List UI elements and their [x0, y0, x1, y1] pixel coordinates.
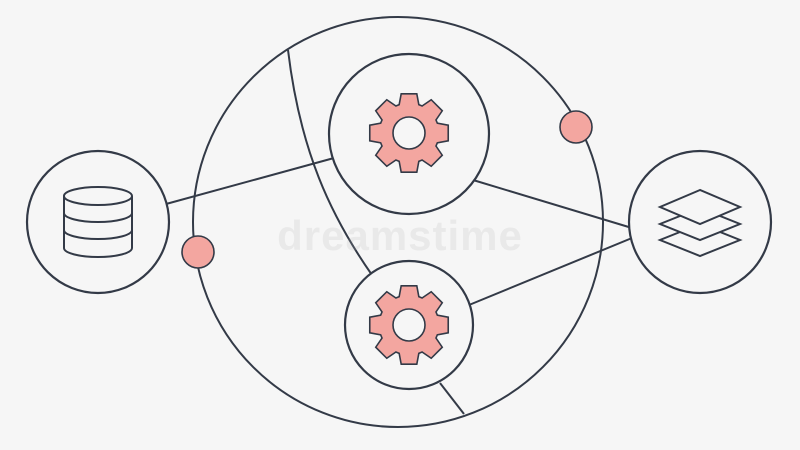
connector-arc-lower — [439, 382, 465, 415]
node-layers — [627, 149, 773, 295]
gear-icon — [368, 92, 450, 174]
connector-gear-bottom-to-layers — [468, 237, 633, 306]
node-gear-top — [327, 52, 491, 216]
node-database — [25, 149, 171, 295]
gear-icon — [368, 284, 450, 366]
layers-icon — [657, 188, 743, 258]
connector-db-to-gear-top — [165, 157, 335, 205]
outer-ring — [192, 16, 604, 428]
connector-arc-upper — [287, 49, 373, 276]
accent-dot-left — [181, 235, 215, 269]
accent-dot-upper-right — [559, 110, 593, 144]
database-icon — [63, 186, 133, 258]
gear-hole — [392, 116, 426, 150]
node-gear-bottom — [343, 259, 475, 391]
connector-gear-top-to-layers — [472, 179, 633, 229]
gear-hole — [392, 308, 426, 342]
